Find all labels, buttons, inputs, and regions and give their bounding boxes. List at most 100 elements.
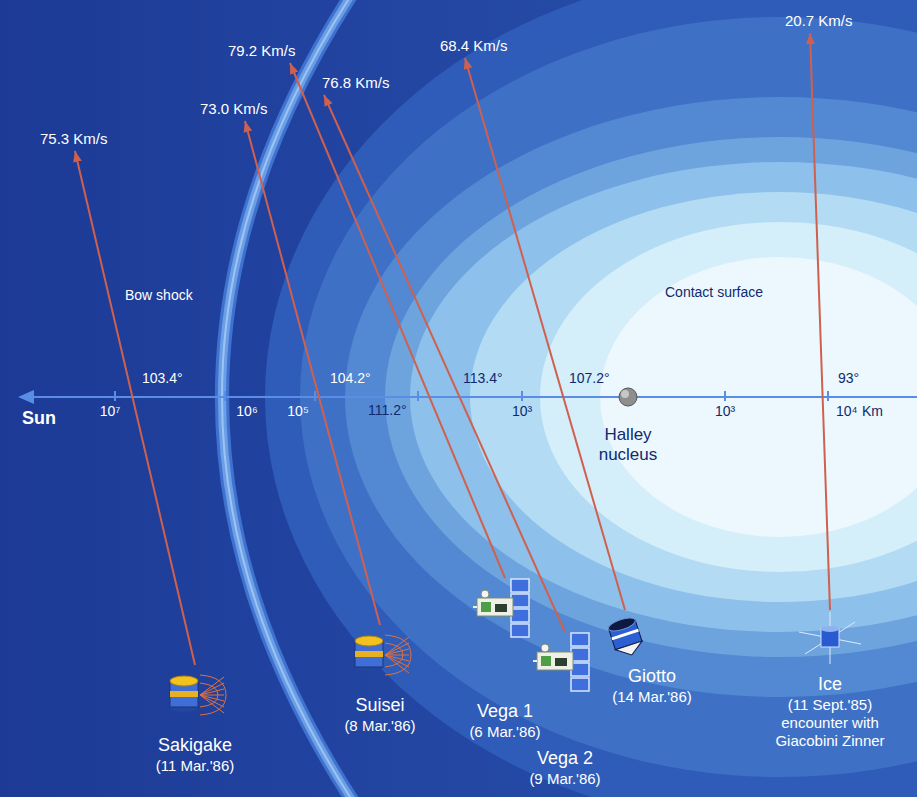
mesh-wire (385, 655, 409, 667)
probe-boom (473, 606, 477, 608)
encounter-date: (8 Mar.'86) (344, 717, 415, 735)
solar-panel (571, 648, 589, 661)
encounter-note: encounter with Giacobini Zinner (765, 714, 895, 750)
antenna (805, 622, 855, 654)
encounter-date: (11 Mar.'86) (156, 757, 234, 775)
probe-boom (533, 660, 537, 662)
probe-part (555, 658, 567, 666)
spacecraft-name: Vega 2 (529, 748, 600, 770)
speed-box: 73.0 Km/s (200, 100, 268, 118)
spacecraft-node: Sakigake(11 Mar.'86) (156, 665, 234, 775)
angle-label: 103.4° (142, 370, 183, 387)
nucleus-node: Halley nucleus (583, 385, 673, 466)
mesh-wire (200, 689, 224, 695)
spacecraft-node: Ice(11 Sept.'85)encounter with Giacobini… (763, 610, 897, 750)
encounter-date: (6 Mar.'86) (469, 723, 540, 741)
nucleus-sphere (619, 388, 637, 406)
drum-top (355, 636, 383, 646)
nucleus-label: Halley nucleus (592, 425, 664, 466)
speed-box: 76.8 Km/s (322, 74, 390, 92)
mesh-rim (385, 635, 411, 675)
unit-label: Km (862, 403, 883, 420)
angle-label: 107.2° (569, 370, 610, 387)
nucleus-highlight (621, 390, 629, 398)
giotto-icon (602, 610, 648, 658)
region-label: Bow shock (125, 287, 193, 304)
drum-icon (160, 665, 230, 720)
drum-icon (345, 625, 415, 677)
axis-tick (827, 391, 829, 401)
solar-panel (511, 624, 529, 637)
vega-icon (473, 578, 537, 638)
axis-tick (114, 391, 116, 401)
trajectory-arrow (75, 151, 195, 665)
solar-panel (511, 594, 529, 607)
speed-box: 79.2 Km/s (228, 42, 296, 60)
probe-part (541, 656, 551, 666)
distance-label: 10³ (715, 403, 735, 420)
mesh-wire (385, 643, 409, 655)
mesh-rim (200, 675, 226, 715)
probe-dish (481, 590, 489, 598)
mesh-wire (200, 677, 224, 695)
drum-top (170, 676, 198, 686)
solar-panel (571, 663, 589, 676)
axis-tick (417, 391, 419, 401)
distance-label: 10³ (512, 403, 532, 420)
bow-shock-line (222, 0, 359, 797)
encounter-date: (11 Sept.'85) (763, 696, 897, 714)
distance-label: 10⁴ (836, 403, 858, 420)
spacecraft-name: Vega 1 (469, 701, 540, 723)
angle-label: 111.2° (368, 402, 407, 419)
drum-band (170, 691, 198, 697)
axis-ticks (115, 391, 828, 401)
probe-part (481, 602, 491, 612)
nucleus-icon (583, 385, 673, 409)
mesh-wire (200, 695, 224, 707)
spacecraft-name: Suisei (344, 695, 415, 717)
mesh-wire (200, 695, 224, 696)
mesh-antenna (385, 635, 411, 675)
vega-icon (533, 632, 597, 692)
solar-panel (511, 579, 529, 592)
trajectory-arrow (465, 58, 625, 610)
spacecraft-name: Sakigake (156, 735, 234, 757)
bow-shock-band (222, 0, 359, 797)
spacecraft-node: Vega 1(6 Mar.'86) (469, 578, 540, 741)
spacecraft-name: Ice (763, 674, 897, 696)
spacecraft-node: Giotto(14 Mar.'86) (602, 610, 702, 706)
mesh-wire (385, 655, 409, 673)
probe-part (495, 604, 507, 612)
speed-label: 68.4 Km/s (440, 37, 508, 55)
probe-body (477, 598, 513, 616)
probe-antennas (799, 612, 861, 664)
mesh-wire (200, 683, 224, 695)
ice-icon (795, 610, 865, 666)
giotto-probe (607, 615, 645, 659)
trajectory-arrow (245, 121, 380, 625)
trajectory-arrow (290, 63, 505, 578)
axis-tick (521, 391, 523, 401)
speed-label: 76.8 Km/s (322, 74, 390, 92)
probe-body (537, 652, 573, 670)
spacecraft-node: Suisei(8 Mar.'86) (344, 625, 415, 735)
spacecraft-node: Vega 2(9 Mar.'86) (529, 632, 600, 788)
distance-label: 10⁵ (287, 403, 308, 420)
solar-panel (571, 633, 589, 646)
dust-shield (615, 641, 645, 659)
solar-panel (511, 609, 529, 622)
spacecraft-name: Giotto (602, 666, 702, 688)
sun-axis (32, 396, 917, 398)
axis-tick (314, 391, 316, 401)
trajectory-arrow (810, 33, 830, 610)
probe-dish (541, 644, 549, 652)
sun-arrowhead (18, 390, 34, 404)
probe-top (607, 615, 637, 633)
drum-band (355, 651, 383, 657)
speed-label: 79.2 Km/s (228, 42, 296, 60)
speed-box: 68.4 Km/s (440, 37, 508, 55)
encounter-date: (9 Mar.'86) (529, 770, 600, 788)
